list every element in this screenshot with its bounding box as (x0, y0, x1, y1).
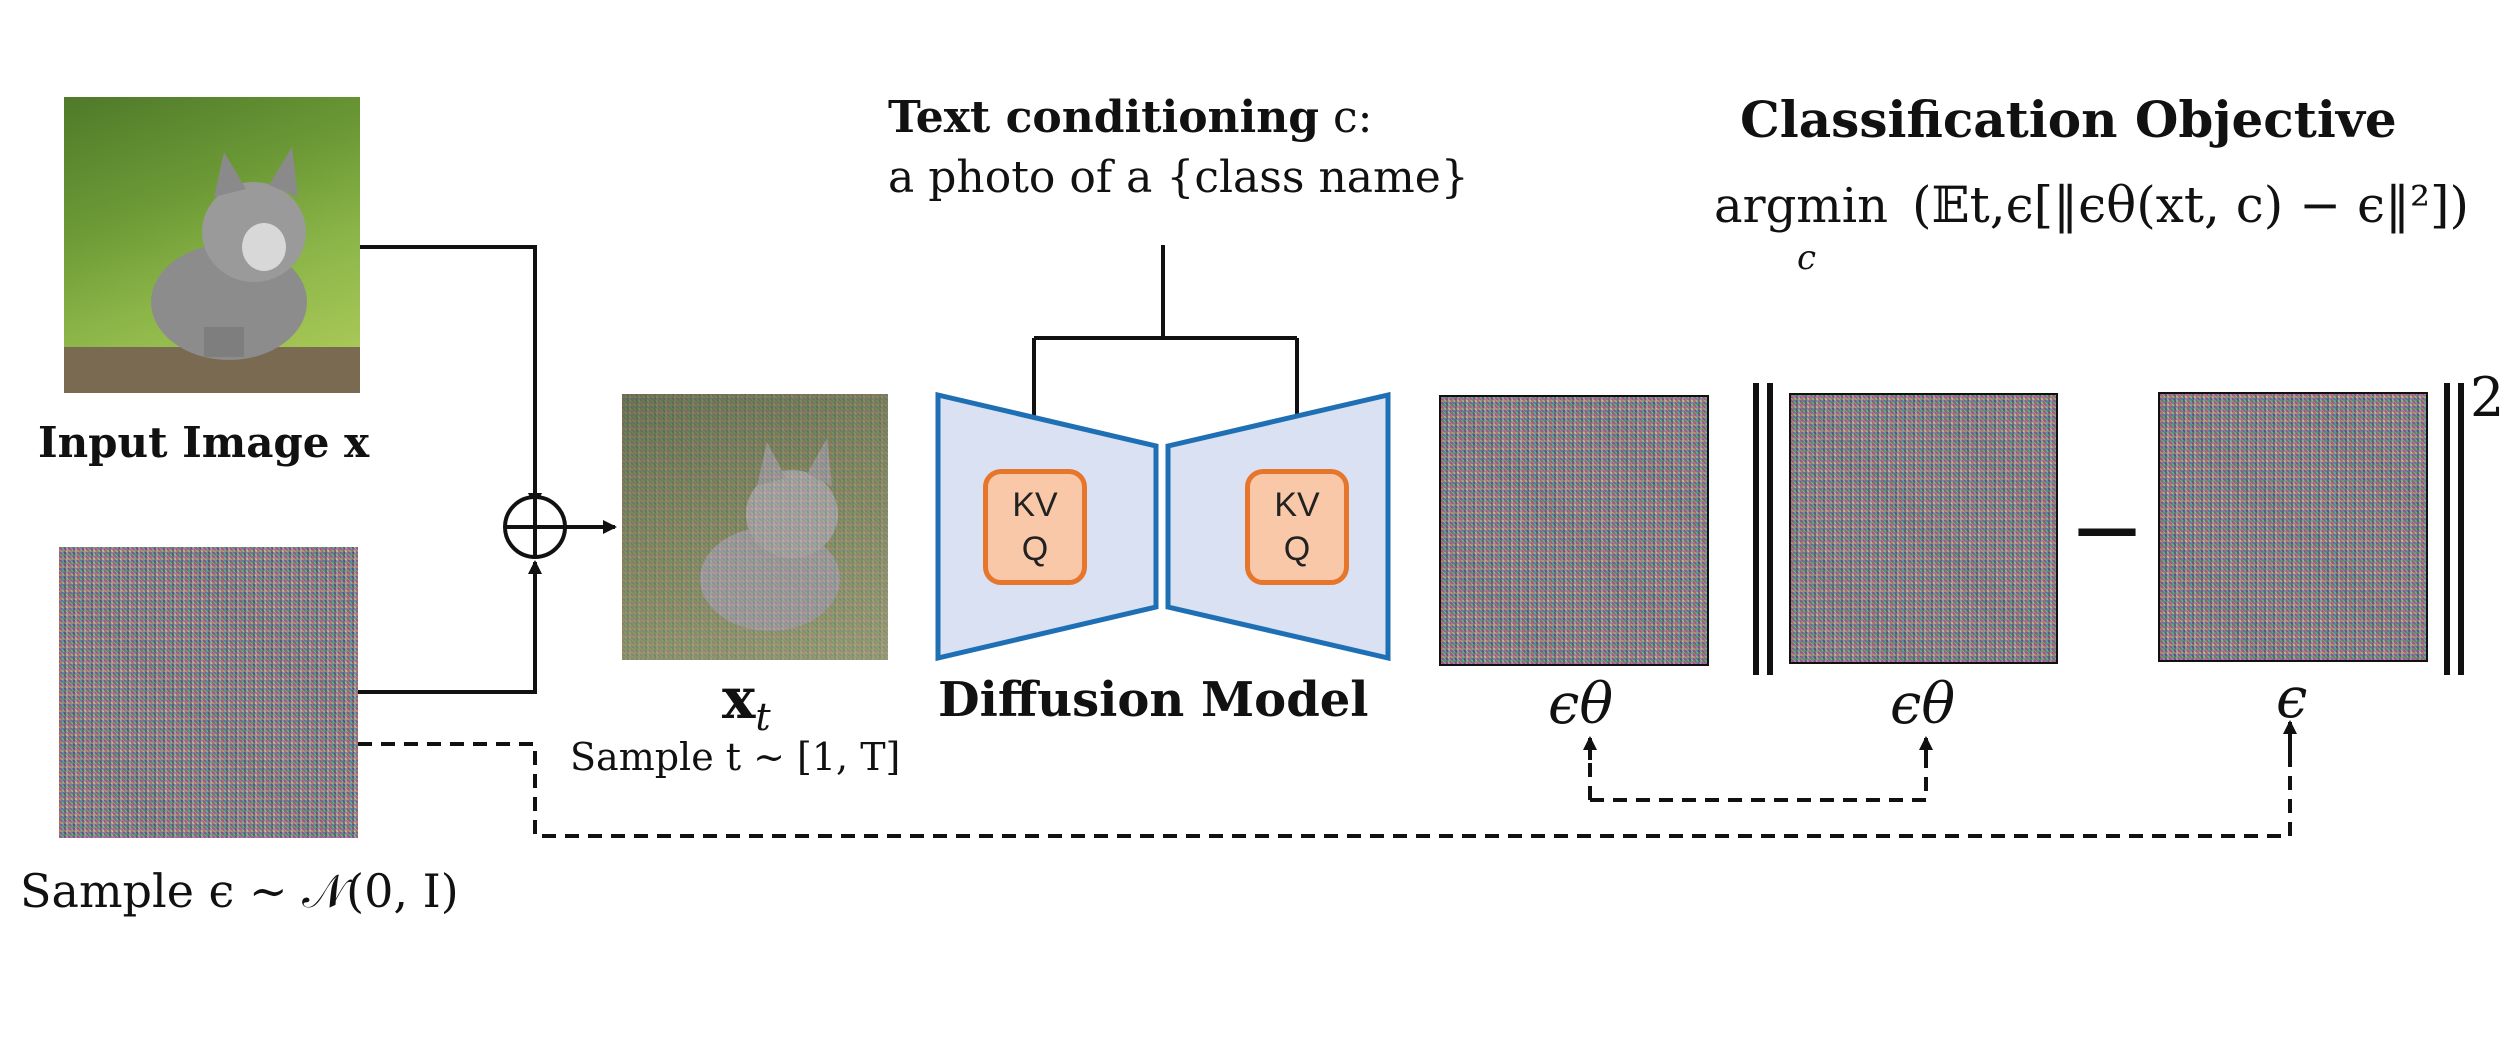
objective-expression: (𝔼t,ϵ[‖ϵθ(xt, c) − ϵ‖²]) (1912, 176, 2470, 234)
objective-operator-sub: c (1797, 238, 1817, 278)
noise-to-eps-connector (358, 740, 2292, 838)
conditioning-connector (1032, 245, 1299, 467)
objective-operator: argmin (1714, 178, 1889, 234)
text-conditioning-prompt: a photo of a {class name} (888, 152, 1469, 203)
sum-node (503, 495, 567, 559)
xt-symbol-base: x (722, 666, 756, 732)
image-to-sum-connector (360, 245, 542, 507)
input-image-label: Input Image x (38, 418, 370, 467)
true-noise (2158, 392, 2428, 662)
text-conditioning-title: Text conditioning c: (888, 92, 1373, 143)
noise-overlay (622, 394, 888, 660)
decoder-q-label: Q (1283, 530, 1311, 568)
text-conditioning-title-main: Text conditioning (888, 92, 1320, 143)
noisy-cat-image (622, 394, 888, 660)
diffusion-model-label: Diffusion Model (938, 672, 1369, 728)
norm-right-bars (2444, 383, 2464, 675)
input-cat-image (64, 97, 360, 393)
predicted-noise-2 (1789, 393, 2058, 664)
xt-symbol-sub: t (755, 695, 771, 739)
objective-title: Classification Objective (1740, 90, 2397, 149)
encoder-attention-block: KV Q (983, 469, 1087, 585)
cat-silhouette (64, 147, 360, 393)
noise-label: Sample ϵ ∼ 𝒩(0, I) (20, 864, 459, 918)
text-conditioning-var: c: (1333, 92, 1373, 143)
noise-image (59, 547, 358, 838)
encoder-q-label: Q (1021, 530, 1049, 568)
xt-symbol: xt (722, 666, 771, 739)
eps-label: ϵ (2276, 666, 2308, 731)
norm-left-bars (1753, 383, 1773, 675)
noisy-cat-silhouette (700, 438, 840, 631)
eps-theta-1-label: ϵθ (1548, 672, 1614, 737)
decoder-attention-block: KV Q (1245, 469, 1349, 585)
norm-power: 2 (2470, 366, 2505, 429)
noise-to-sum-connector (358, 560, 542, 694)
eps-theta-compare-connector (1588, 740, 1928, 802)
encoder-kv-label: KV (1012, 486, 1058, 524)
predicted-noise-1 (1439, 395, 1709, 666)
timestep-caption: Sample t ∼ [1, T] (570, 735, 901, 779)
minus-sign: — (2075, 490, 2139, 565)
decoder-kv-label: KV (1274, 486, 1320, 524)
eps-theta-2-label: ϵθ (1890, 672, 1956, 737)
